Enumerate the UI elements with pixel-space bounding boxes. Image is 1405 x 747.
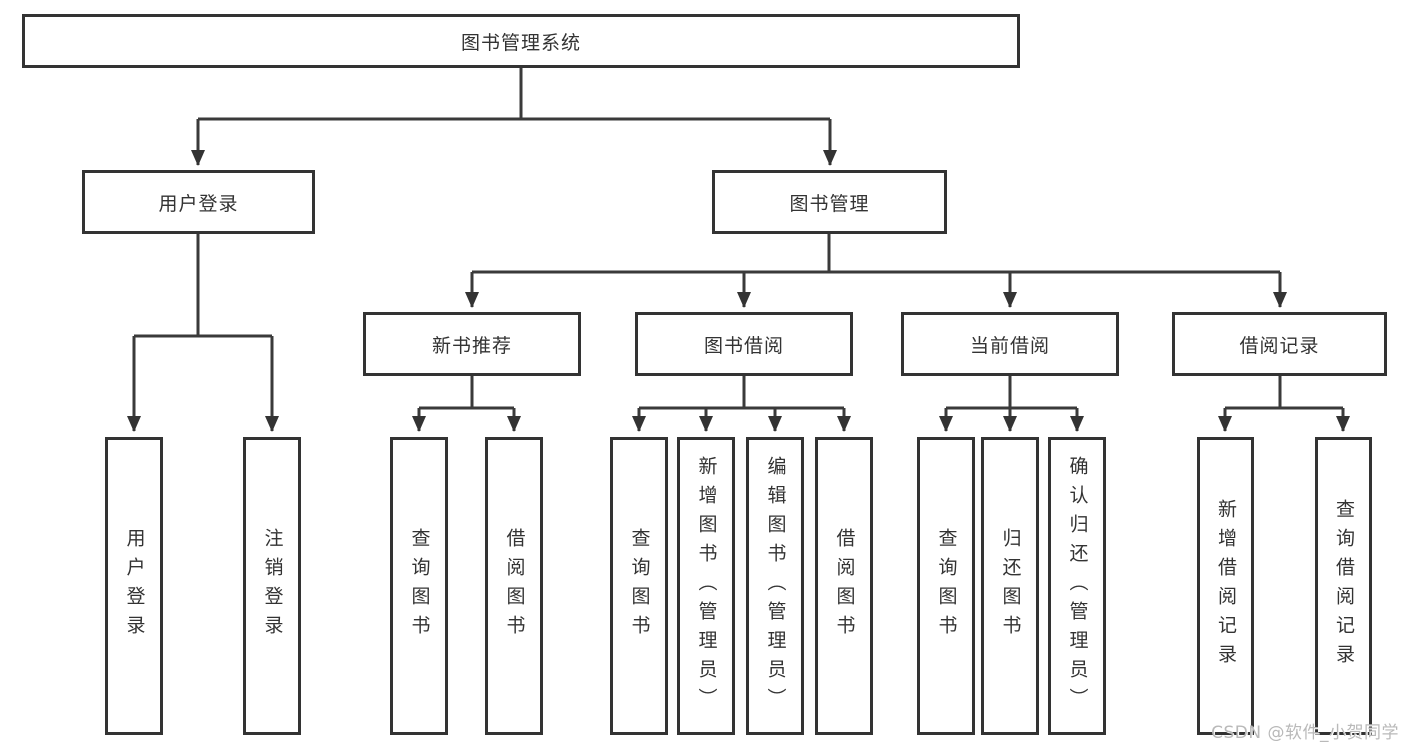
node-label: 注销登录 [261, 528, 284, 644]
node-book-management: 图书管理 [712, 170, 947, 234]
node-label: 借阅记录 [1239, 334, 1320, 357]
node-label: 当前借阅 [969, 334, 1050, 357]
node-label: 图书管理 [789, 192, 870, 215]
leaf-query-borrow-record: 查询借阅记录 [1315, 437, 1372, 735]
leaf-borrow-book-1: 借阅图书 [485, 437, 543, 735]
edge-userlogin-trunk [134, 234, 272, 338]
edge-currentborrow-trunk [946, 376, 1077, 410]
node-label: 借阅图书 [833, 528, 856, 644]
edge-bookborrow-trunk [639, 376, 844, 410]
leaf-edit-book-admin: 编辑图书（管理员） [746, 437, 804, 735]
node-label: 归还图书 [999, 528, 1022, 644]
leaf-return-book: 归还图书 [981, 437, 1039, 735]
edge-root-trunk [198, 68, 830, 121]
node-label: 查询图书 [935, 528, 958, 644]
node-label: 图书借阅 [703, 334, 784, 357]
node-label: 编辑图书（管理员） [764, 455, 787, 717]
edge-borrowrecords-trunk [1225, 376, 1343, 410]
leaf-borrow-book-2: 借阅图书 [815, 437, 873, 735]
node-borrowing-records: 借阅记录 [1172, 312, 1387, 376]
node-user-login: 用户登录 [82, 170, 315, 234]
csdn-watermark: CSDN @软件_小贺同学 [1211, 723, 1399, 743]
edge-bookmgmt-trunk [472, 234, 1280, 274]
node-label: 图书管理系统 [460, 31, 581, 54]
node-library-management-system: 图书管理系统 [22, 14, 1020, 68]
node-book-borrowing: 图书借阅 [635, 312, 853, 376]
node-current-borrowing: 当前借阅 [901, 312, 1119, 376]
node-new-book-recommendation: 新书推荐 [363, 312, 581, 376]
node-label: 新增图书（管理员） [695, 455, 718, 717]
node-label: 借阅图书 [503, 528, 526, 644]
leaf-add-book-admin: 新增图书（管理员） [677, 437, 735, 735]
leaf-logout: 注销登录 [243, 437, 301, 735]
leaf-add-borrow-record: 新增借阅记录 [1197, 437, 1254, 735]
node-label: 新书推荐 [431, 334, 512, 357]
leaf-query-book-1: 查询图书 [390, 437, 448, 735]
node-label: 查询借阅记录 [1333, 499, 1355, 673]
node-label: 确认归还（管理员） [1066, 455, 1089, 717]
node-label: 查询图书 [408, 528, 431, 644]
node-label: 查询图书 [628, 528, 651, 644]
leaf-query-book-3: 查询图书 [917, 437, 975, 735]
node-label: 新增借阅记录 [1215, 499, 1237, 673]
node-label: 用户登录 [123, 528, 146, 644]
leaf-user-login: 用户登录 [105, 437, 163, 735]
edge-newbookrec-trunk [419, 376, 514, 410]
leaf-confirm-return-admin: 确认归还（管理员） [1048, 437, 1106, 735]
leaf-query-book-2: 查询图书 [610, 437, 668, 735]
node-label: 用户登录 [158, 192, 239, 215]
